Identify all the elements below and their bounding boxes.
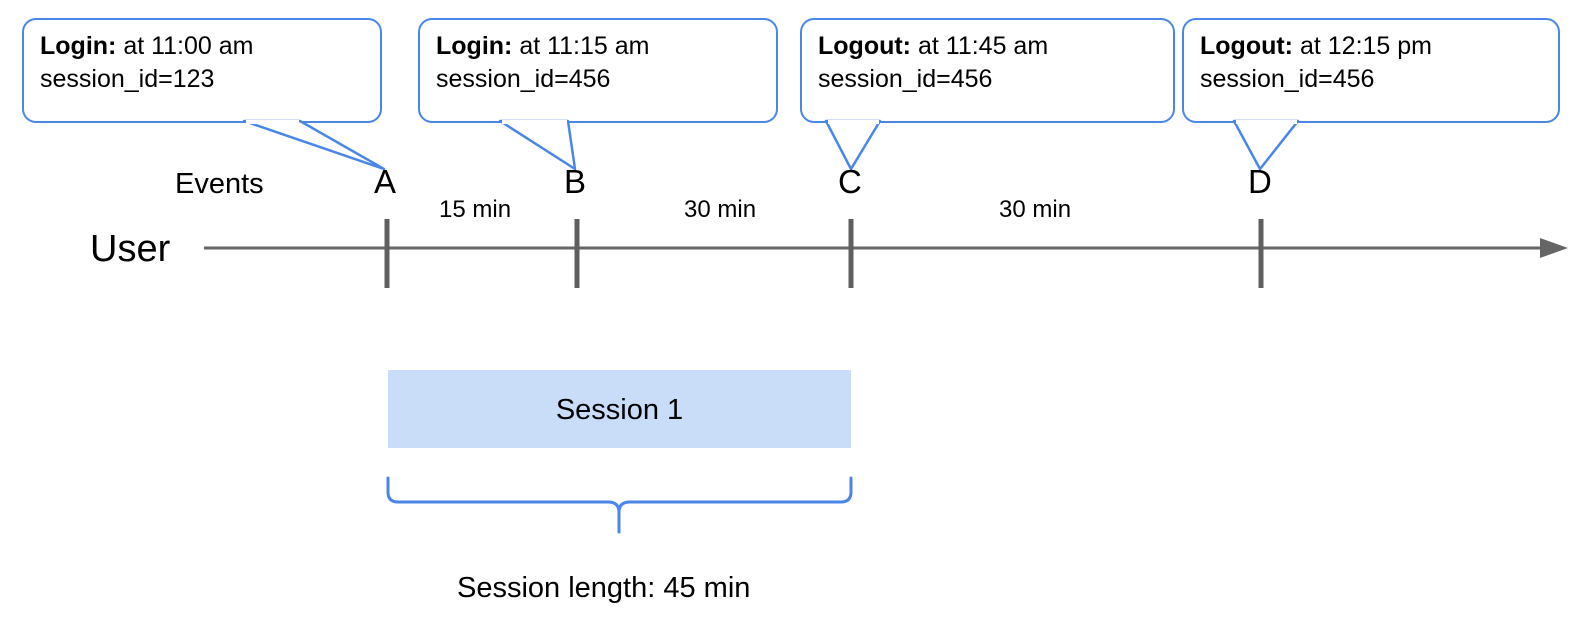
callout-bubble-c: Logout: at 11:45 am session_id=456	[800, 18, 1175, 123]
row-label-user: User	[90, 228, 171, 270]
callout-tail-b	[498, 119, 577, 171]
event-letter-b: B	[564, 163, 587, 200]
event-letter-c: C	[838, 163, 862, 200]
callout-bubble-a: Login: at 11:00 am session_id=123	[22, 18, 382, 123]
callout-session-label: session_id=456	[436, 65, 611, 93]
callout-session-label: session_id=123	[40, 65, 215, 93]
callout-time-label: at 11:00 am	[123, 32, 254, 60]
callout-event-label: Login:	[436, 32, 513, 60]
callout-tail-a	[242, 119, 386, 171]
callout-event-label: Logout:	[1200, 32, 1294, 60]
callout-time-label: at 11:15 am	[519, 32, 650, 60]
callout-session-label: session_id=456	[818, 65, 993, 93]
axis-arrowhead	[1540, 238, 1568, 258]
callout-bubble-b: Login: at 11:15 am session_id=456	[418, 18, 778, 123]
gap-label-b-c: 30 min	[684, 196, 757, 223]
callout-session-label: session_id=456	[1200, 65, 1375, 93]
session-bar: Session 1	[388, 370, 851, 448]
session-brace	[386, 476, 853, 534]
callout-tail-c	[824, 119, 882, 171]
callout-time-label: at 11:45 am	[917, 32, 1049, 60]
callout-time-label: at 12:15 pm	[1299, 32, 1432, 60]
callout-event-label: Logout:	[818, 32, 912, 60]
session-bar-label: Session 1	[555, 394, 684, 426]
event-letter-a: A	[374, 163, 397, 200]
row-label-events: Events	[175, 168, 264, 200]
timeline-axis	[204, 238, 1568, 258]
event-letter-d: D	[1248, 163, 1272, 200]
callout-tail-d	[1232, 119, 1300, 171]
gap-label-c-d: 30 min	[999, 196, 1072, 223]
gap-label-a-b: 15 min	[439, 196, 512, 223]
callout-event-label: Login:	[40, 32, 117, 60]
session-length-label: Session length: 45 min	[457, 572, 751, 604]
callout-bubble-d: Logout: at 12:15 pm session_id=456	[1182, 18, 1560, 123]
